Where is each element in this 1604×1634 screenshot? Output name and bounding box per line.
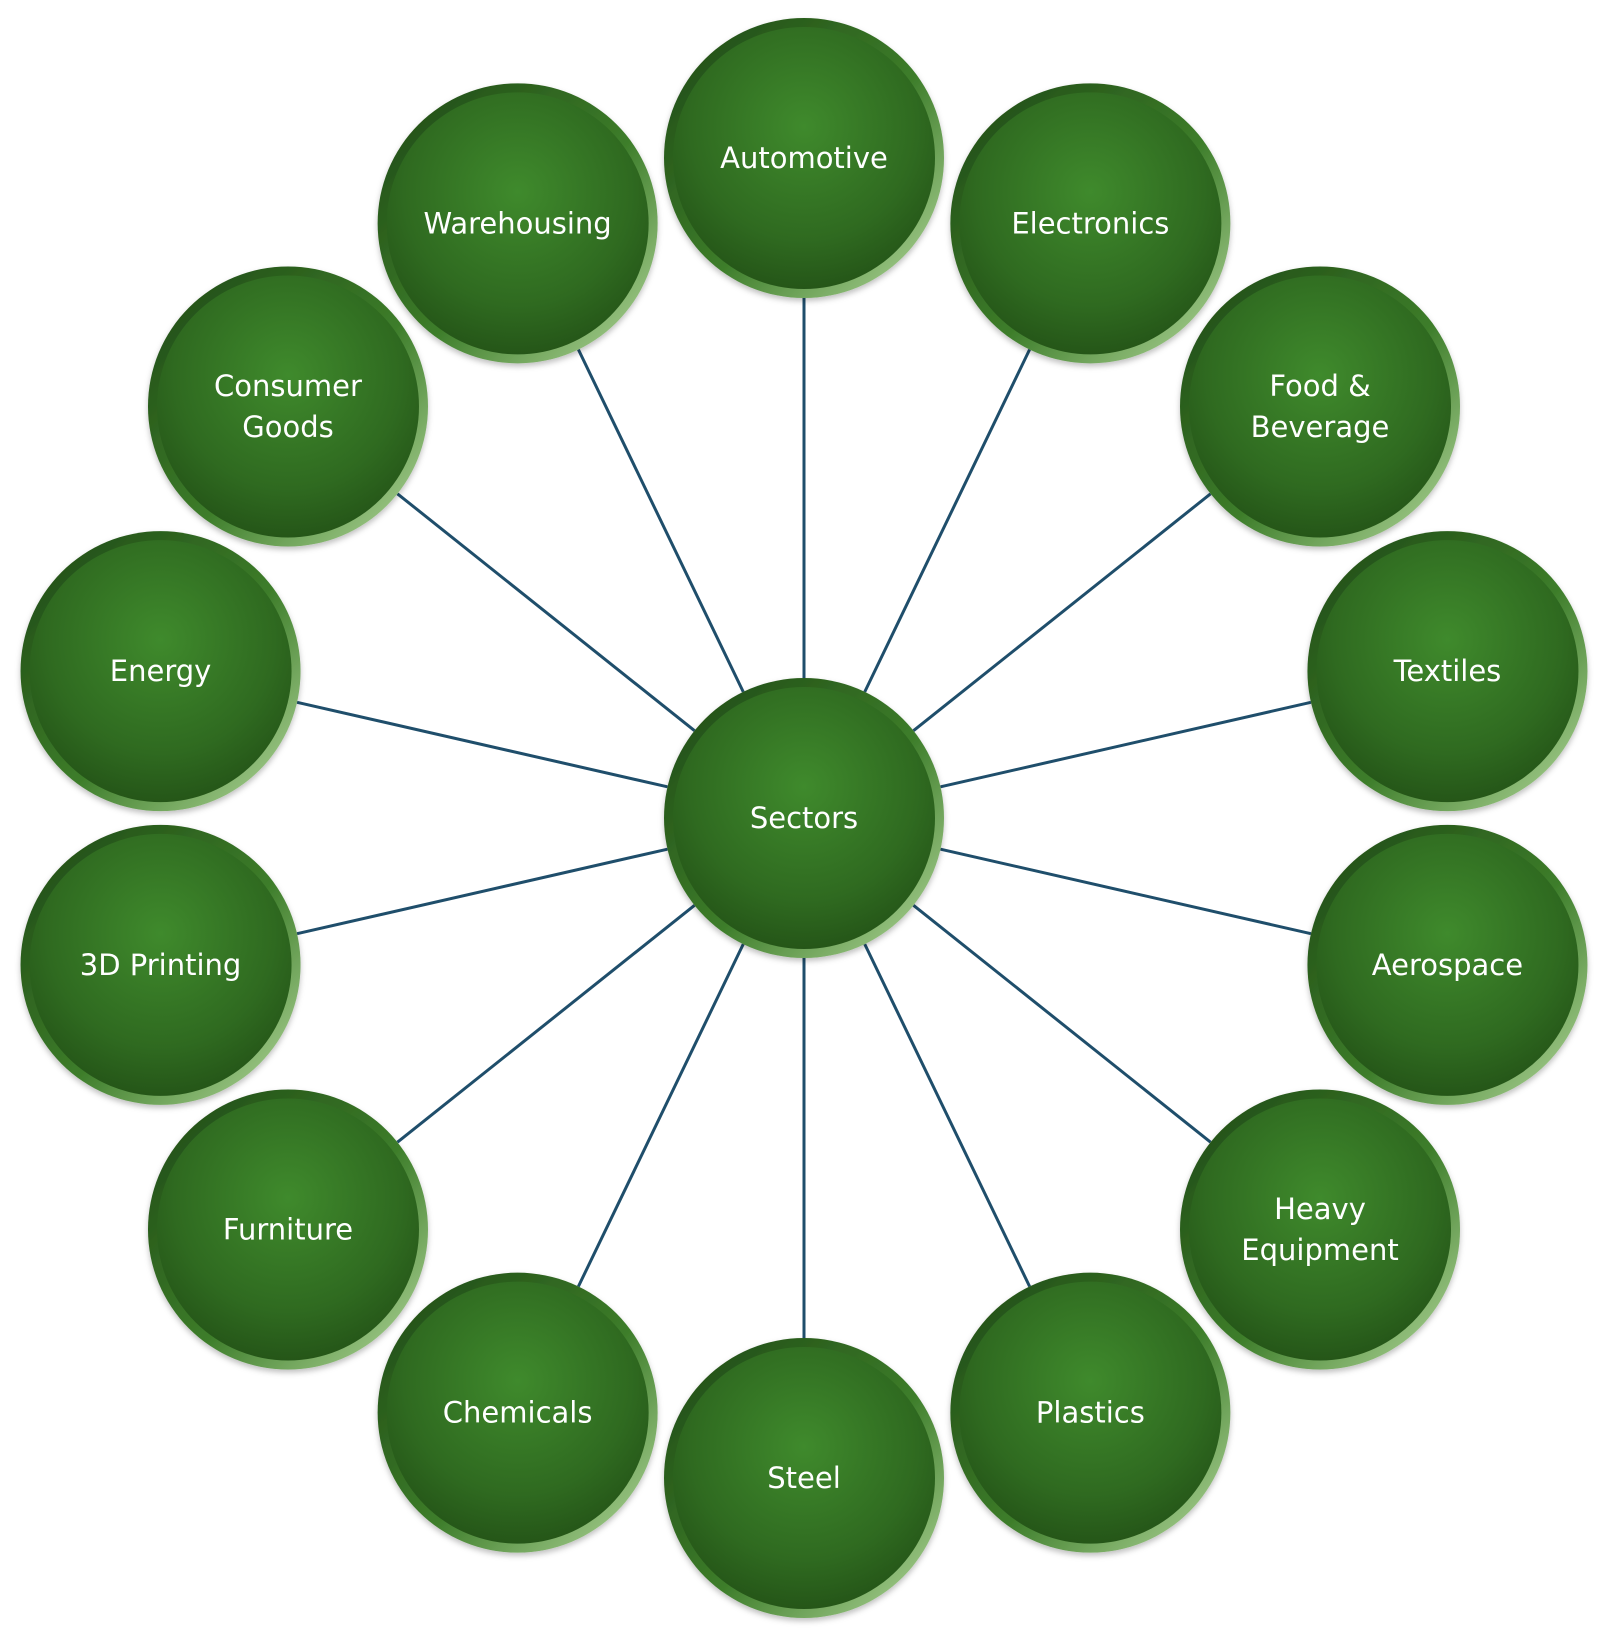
connector-line-consumer-goods: [396, 492, 696, 732]
sector-node-label: Consumer: [214, 369, 362, 403]
connector-line-textiles: [940, 700, 1312, 789]
sector-node-face: [1189, 1098, 1452, 1361]
sector-node-electronics: Electronics: [950, 83, 1231, 364]
sector-node-steel: Steel: [664, 1338, 944, 1618]
sector-node-face: [386, 1281, 649, 1544]
center-node-label: Sectors: [750, 801, 858, 835]
connector-line-warehousing: [577, 348, 745, 693]
sector-node-energy: Energy: [20, 531, 301, 812]
sector-node-label: Goods: [242, 410, 333, 444]
sector-node-face: [959, 92, 1222, 355]
sector-node-face: [386, 92, 649, 355]
connector-line-3d-printing: [296, 847, 668, 936]
connector-line-plastics: [863, 943, 1031, 1288]
sector-node-3d-printing: 3D Printing: [20, 824, 301, 1105]
sector-node-label: Steel: [767, 1461, 841, 1495]
connector-line-heavy-equipment: [912, 904, 1212, 1144]
sector-node-label: Plastics: [1036, 1396, 1145, 1430]
sector-node-label: Chemicals: [443, 1396, 593, 1430]
sector-node-face: [959, 1281, 1222, 1544]
sector-node-face: [29, 833, 292, 1096]
sector-node-warehousing: Warehousing: [377, 83, 658, 364]
sector-node-face: [156, 1098, 419, 1361]
sector-node-food-beverage: Food & Beverage: [1180, 266, 1461, 547]
sector-node-label: Warehousing: [424, 206, 612, 240]
sector-node-label: Electronics: [1011, 206, 1169, 240]
sector-node-face: [673, 27, 935, 289]
sector-node-label: Automotive: [720, 141, 888, 175]
connector-line-electronics: [863, 348, 1031, 693]
sector-node-label: 3D Printing: [80, 948, 242, 982]
sector-node-face: [1316, 540, 1579, 803]
sector-node-label: Heavy: [1274, 1192, 1366, 1226]
sector-node-furniture: Furniture: [147, 1089, 428, 1370]
sector-node-label: Energy: [110, 654, 212, 688]
sector-node-label: Aerospace: [1372, 948, 1523, 982]
connector-line-food-beverage: [912, 492, 1212, 732]
connector-line-energy: [296, 700, 668, 789]
sector-node-automotive: Automotive: [664, 18, 944, 298]
sector-node-label: Food &: [1269, 369, 1370, 403]
sector-node-face: [156, 275, 419, 538]
sector-node-plastics: Plastics: [950, 1272, 1231, 1553]
connector-line-aerospace: [940, 847, 1312, 936]
center-node-face: [673, 687, 935, 949]
connector-line-furniture: [396, 904, 696, 1144]
sector-node-face: [673, 1347, 935, 1609]
sector-node-label: Textiles: [1393, 654, 1502, 688]
sector-node-chemicals: Chemicals: [377, 1272, 658, 1553]
sector-node-aerospace: Aerospace: [1307, 824, 1588, 1105]
sector-node-label: Equipment: [1241, 1233, 1398, 1267]
sector-node-textiles: Textiles: [1307, 531, 1588, 812]
connector-lines: [296, 298, 1312, 1338]
sector-node-label: Furniture: [223, 1213, 353, 1247]
sector-node-face: [1316, 833, 1579, 1096]
center-node-sectors: Sectors: [664, 678, 944, 958]
sector-node-face: [29, 540, 292, 803]
sector-node-label: Beverage: [1251, 410, 1390, 444]
sector-node-face: [1189, 275, 1452, 538]
connector-line-chemicals: [577, 943, 745, 1288]
